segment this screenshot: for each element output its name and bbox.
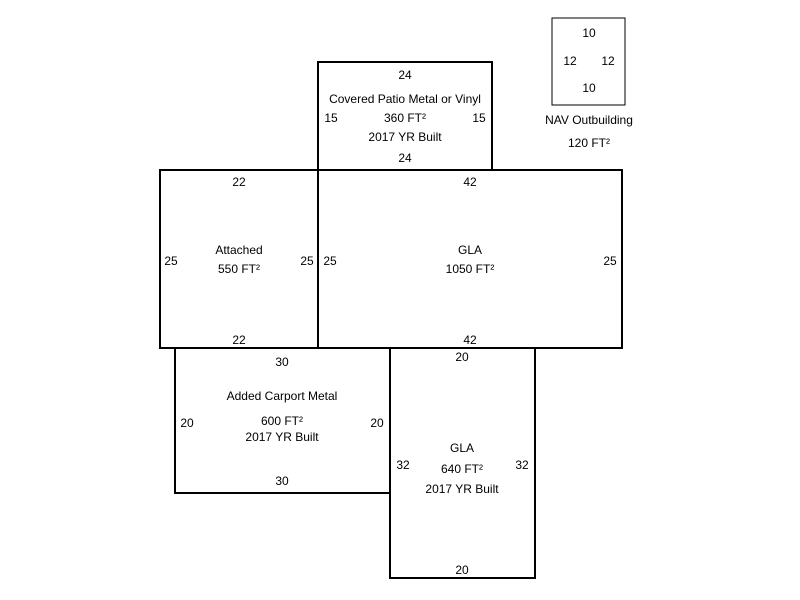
gla-lower-area-label: 640 FT²	[441, 462, 483, 476]
attached-area-label: 550 FT²	[218, 262, 260, 276]
gla-main-dim-right: 25	[603, 254, 617, 268]
attached-dim-bottom: 22	[232, 333, 246, 347]
outbuilding-dim-bottom: 10	[582, 81, 596, 95]
carport-dim-top: 30	[275, 355, 289, 369]
attached-name-label: Attached	[215, 243, 262, 257]
gla-lower-year-label: 2017 YR Built	[425, 482, 499, 496]
outbuilding-dim-top: 10	[582, 26, 596, 40]
gla-lower-name-label: GLA	[450, 441, 474, 455]
gla-main-dim-top: 42	[463, 175, 477, 189]
attached-outline	[159, 169, 319, 349]
gla-main-dim-left: 25	[323, 254, 337, 268]
gla-lower-dim-top: 20	[455, 350, 469, 364]
gla-main-name-label: GLA	[458, 243, 482, 257]
gla-lower-outline	[389, 347, 536, 579]
carport-name-label: Added Carport Metal	[227, 389, 338, 403]
carport-dim-bottom: 30	[275, 474, 289, 488]
carport-dim-right: 20	[370, 416, 384, 430]
outbuilding-name-label: NAV Outbuilding	[545, 113, 633, 127]
carport-dim-left: 20	[180, 416, 194, 430]
outbuilding-area-label: 120 FT²	[568, 136, 610, 150]
covered-patio-dim-top: 24	[398, 68, 412, 82]
covered-patio-dim-bottom: 24	[398, 151, 412, 165]
covered-patio-dim-right: 15	[472, 111, 486, 125]
gla-main-outline	[317, 169, 623, 349]
outbuilding-dim-right: 12	[601, 54, 615, 68]
gla-lower-dim-right: 32	[515, 458, 529, 472]
attached-dim-right: 25	[300, 254, 314, 268]
outbuilding-outline	[551, 17, 626, 106]
covered-patio-dim-left: 15	[324, 111, 338, 125]
covered-patio-name-label: Covered Patio Metal or Vinyl	[329, 92, 481, 106]
attached-dim-top: 22	[232, 175, 246, 189]
covered-patio-year-label: 2017 YR Built	[368, 130, 442, 144]
gla-lower-dim-left: 32	[396, 458, 410, 472]
covered-patio-area-label: 360 FT²	[384, 111, 426, 125]
attached-dim-left: 25	[164, 254, 178, 268]
outbuilding-dim-left: 12	[563, 54, 577, 68]
gla-main-area-label: 1050 FT²	[446, 262, 495, 276]
gla-main-dim-bottom: 42	[463, 333, 477, 347]
gla-lower-dim-bottom: 20	[455, 563, 469, 577]
carport-year-label: 2017 YR Built	[245, 430, 319, 444]
carport-area-label: 600 FT²	[261, 414, 303, 428]
